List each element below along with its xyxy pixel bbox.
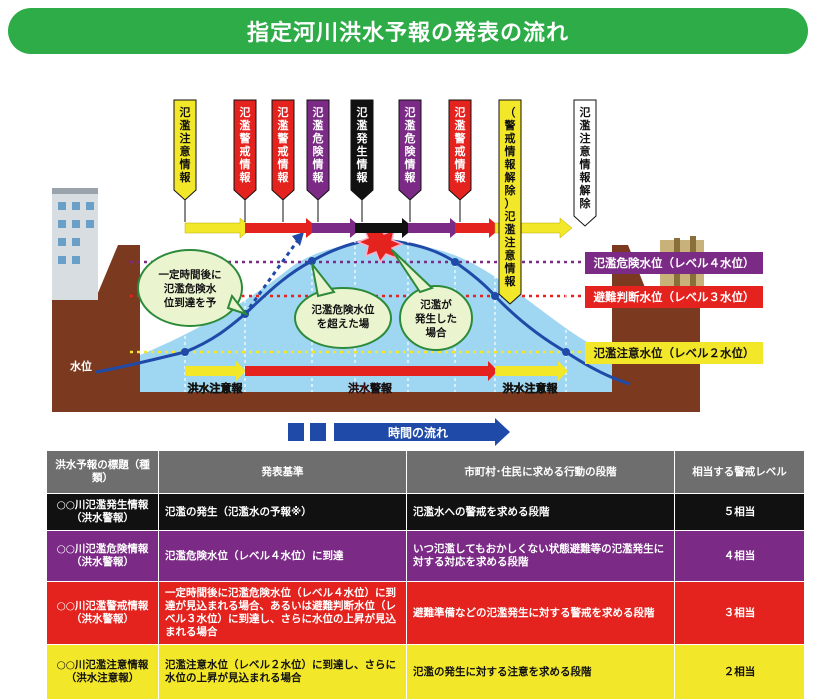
info-flag: 氾濫危険情報 bbox=[398, 99, 422, 222]
row-title: ○○川氾濫注意情報（洪水注意報） bbox=[46, 644, 159, 700]
row-criteria: 一定時間後に氾濫危険水位（レベル４水位）に到達が見込まれる場合、あるいは避難判断… bbox=[158, 581, 407, 645]
row-criteria: 氾濫危険水位（レベル４水位）に到達 bbox=[158, 530, 407, 582]
row-level: ５相当 bbox=[674, 493, 805, 531]
level-label-caution: 氾濫注意水位（レベル２水位） bbox=[585, 342, 763, 364]
band-left-text: 洪水注意報 bbox=[188, 381, 244, 395]
info-flags: 氾濫注意情報 氾濫警戒情報 氾濫警戒情報 氾濫危険情報 氾濫発生情報 氾濫危険情報 氾濫警戒… bbox=[173, 99, 597, 305]
flood-forecast-diagram: 氾濫注意情報 氾濫警戒情報 氾濫警戒情報 氾濫危険情報 氾濫発生情報 氾濫危険情報 氾濫警戒… bbox=[52, 99, 763, 446]
band-right-text: 洪水注意報 bbox=[503, 381, 559, 395]
table-header-row: 洪水予報の標題（種類） 発表基準 市町村･住民に求める行動の段階 相当する警戒レ… bbox=[46, 450, 805, 494]
row-criteria: 氾濫の発生（氾濫水の予報※） bbox=[158, 493, 407, 531]
header-action: 市町村･住民に求める行動の段階 bbox=[406, 450, 675, 494]
table-row: ○○川氾濫注意情報（洪水注意報） 氾濫注意水位（レベル２水位）に到達し、さらに水… bbox=[46, 644, 805, 700]
callout-text: 一定時間後に氾濫危険水位到達を予 bbox=[159, 268, 222, 309]
info-flag: 氾濫注意情報解除 bbox=[573, 99, 597, 227]
warning-table: 洪水予報の標題（種類） 発表基準 市町村･住民に求める行動の段階 相当する警戒レ… bbox=[46, 450, 805, 700]
info-flag: 氾濫警戒情報 bbox=[271, 99, 295, 222]
level-label-danger: 氾濫危険水位（レベル４水位） bbox=[585, 252, 763, 274]
callout-text: 氾濫危険水位を超えた場 bbox=[312, 303, 375, 330]
row-title: ○○川氾濫警戒情報（洪水警報） bbox=[46, 581, 159, 645]
level-label-judge: 避難判断水位（レベル３水位） bbox=[585, 286, 763, 308]
header-title: 洪水予報の標題（種類） bbox=[46, 450, 159, 494]
info-flag-label: 氾濫危険情報 bbox=[312, 105, 325, 184]
caution-level-text: 氾濫注意水位（レベル２水位） bbox=[594, 346, 755, 360]
bottom-bands: 洪水注意報 洪水警報 洪水注意報 bbox=[185, 361, 568, 395]
river-bank-ground bbox=[52, 245, 700, 412]
info-flag-label: 氾濫発生情報 bbox=[356, 105, 369, 184]
callout-text: 氾濫が発生した場合 bbox=[414, 298, 457, 339]
row-level: ４相当 bbox=[674, 530, 805, 582]
info-flag: 氾濫注意情報 bbox=[173, 99, 197, 222]
band-center-text: 洪水警報 bbox=[348, 381, 393, 395]
info-flag: 氾濫発生情報 bbox=[350, 99, 374, 222]
info-flag-label: 氾濫警戒情報 bbox=[454, 105, 467, 184]
header-level: 相当する警戒レベル bbox=[674, 450, 805, 494]
water-label: 水位 bbox=[70, 359, 92, 373]
time-flow-text: 時間の流れ bbox=[388, 425, 448, 440]
info-flag-label: 氾濫注意情報 bbox=[180, 105, 192, 184]
row-action: 氾濫水への警戒を求める段階 bbox=[406, 493, 675, 531]
header-criteria: 発表基準 bbox=[158, 450, 407, 494]
row-action: 氾濫の発生に対する注意を求める段階 bbox=[406, 644, 675, 700]
row-title: ○○川氾濫発生情報（洪水警報） bbox=[46, 493, 159, 531]
row-level: ２相当 bbox=[674, 644, 805, 700]
row-action: いつ氾濫してもおかしくない状態避難等の氾濫発生に対する対応を求める段階 bbox=[406, 530, 675, 582]
callout-flood: 氾濫が発生した場合 bbox=[391, 249, 473, 351]
page-title: 指定河川洪水予報の発表の流れ bbox=[8, 8, 808, 54]
curve-points bbox=[181, 257, 570, 356]
info-flag: （警戒情報解除）氾濫注意情報 bbox=[498, 99, 522, 305]
info-flag: 氾濫危険情報 bbox=[306, 99, 330, 222]
table-row: ○○川氾濫発生情報（洪水警報） 氾濫の発生（氾濫水の予報※） 氾濫水への警戒を求… bbox=[46, 493, 805, 531]
callout-exceed: 氾濫危険水位を超えた場 bbox=[294, 263, 392, 349]
flood-burst-icon bbox=[355, 224, 405, 264]
info-flag-label: （警戒情報解除）氾濫注意情報 bbox=[504, 106, 517, 288]
info-flag-label: 氾濫警戒情報 bbox=[239, 105, 252, 184]
info-flag: 氾濫警戒情報 bbox=[448, 99, 472, 222]
table-row: ○○川氾濫警戒情報（洪水警報） 一定時間後に氾濫危険水位（レベル４水位）に到達が… bbox=[46, 581, 805, 645]
danger-level-text: 氾濫危険水位（レベル４水位） bbox=[594, 256, 755, 270]
info-flag: 氾濫警戒情報 bbox=[233, 99, 257, 222]
table-row: ○○川氾濫危険情報（洪水警報） 氾濫危険水位（レベル４水位）に到達 いつ氾濫して… bbox=[46, 530, 805, 582]
info-flag-label: 氾濫警戒情報 bbox=[277, 105, 290, 184]
callout-predict: 一定時間後に氾濫危険水位到達を予 bbox=[137, 249, 249, 327]
info-flag-label: 氾濫注意情報解除 bbox=[580, 105, 592, 210]
row-title: ○○川氾濫危険情報（洪水警報） bbox=[46, 530, 159, 582]
building-left-icon bbox=[52, 188, 98, 300]
judge-level-text: 避難判断水位（レベル３水位） bbox=[594, 290, 755, 304]
row-criteria: 氾濫注意水位（レベル２水位）に到達し、さらに水位の上昇が見込まれる場合 bbox=[158, 644, 407, 700]
prediction-arrow bbox=[243, 239, 300, 315]
row-level: ３相当 bbox=[674, 581, 805, 645]
time-flow-arrow: 時間の流れ bbox=[288, 418, 510, 446]
info-flag-label: 氾濫危険情報 bbox=[404, 105, 417, 184]
row-action: 避難準備などの氾濫発生に対する警戒を求める段階 bbox=[406, 581, 675, 645]
